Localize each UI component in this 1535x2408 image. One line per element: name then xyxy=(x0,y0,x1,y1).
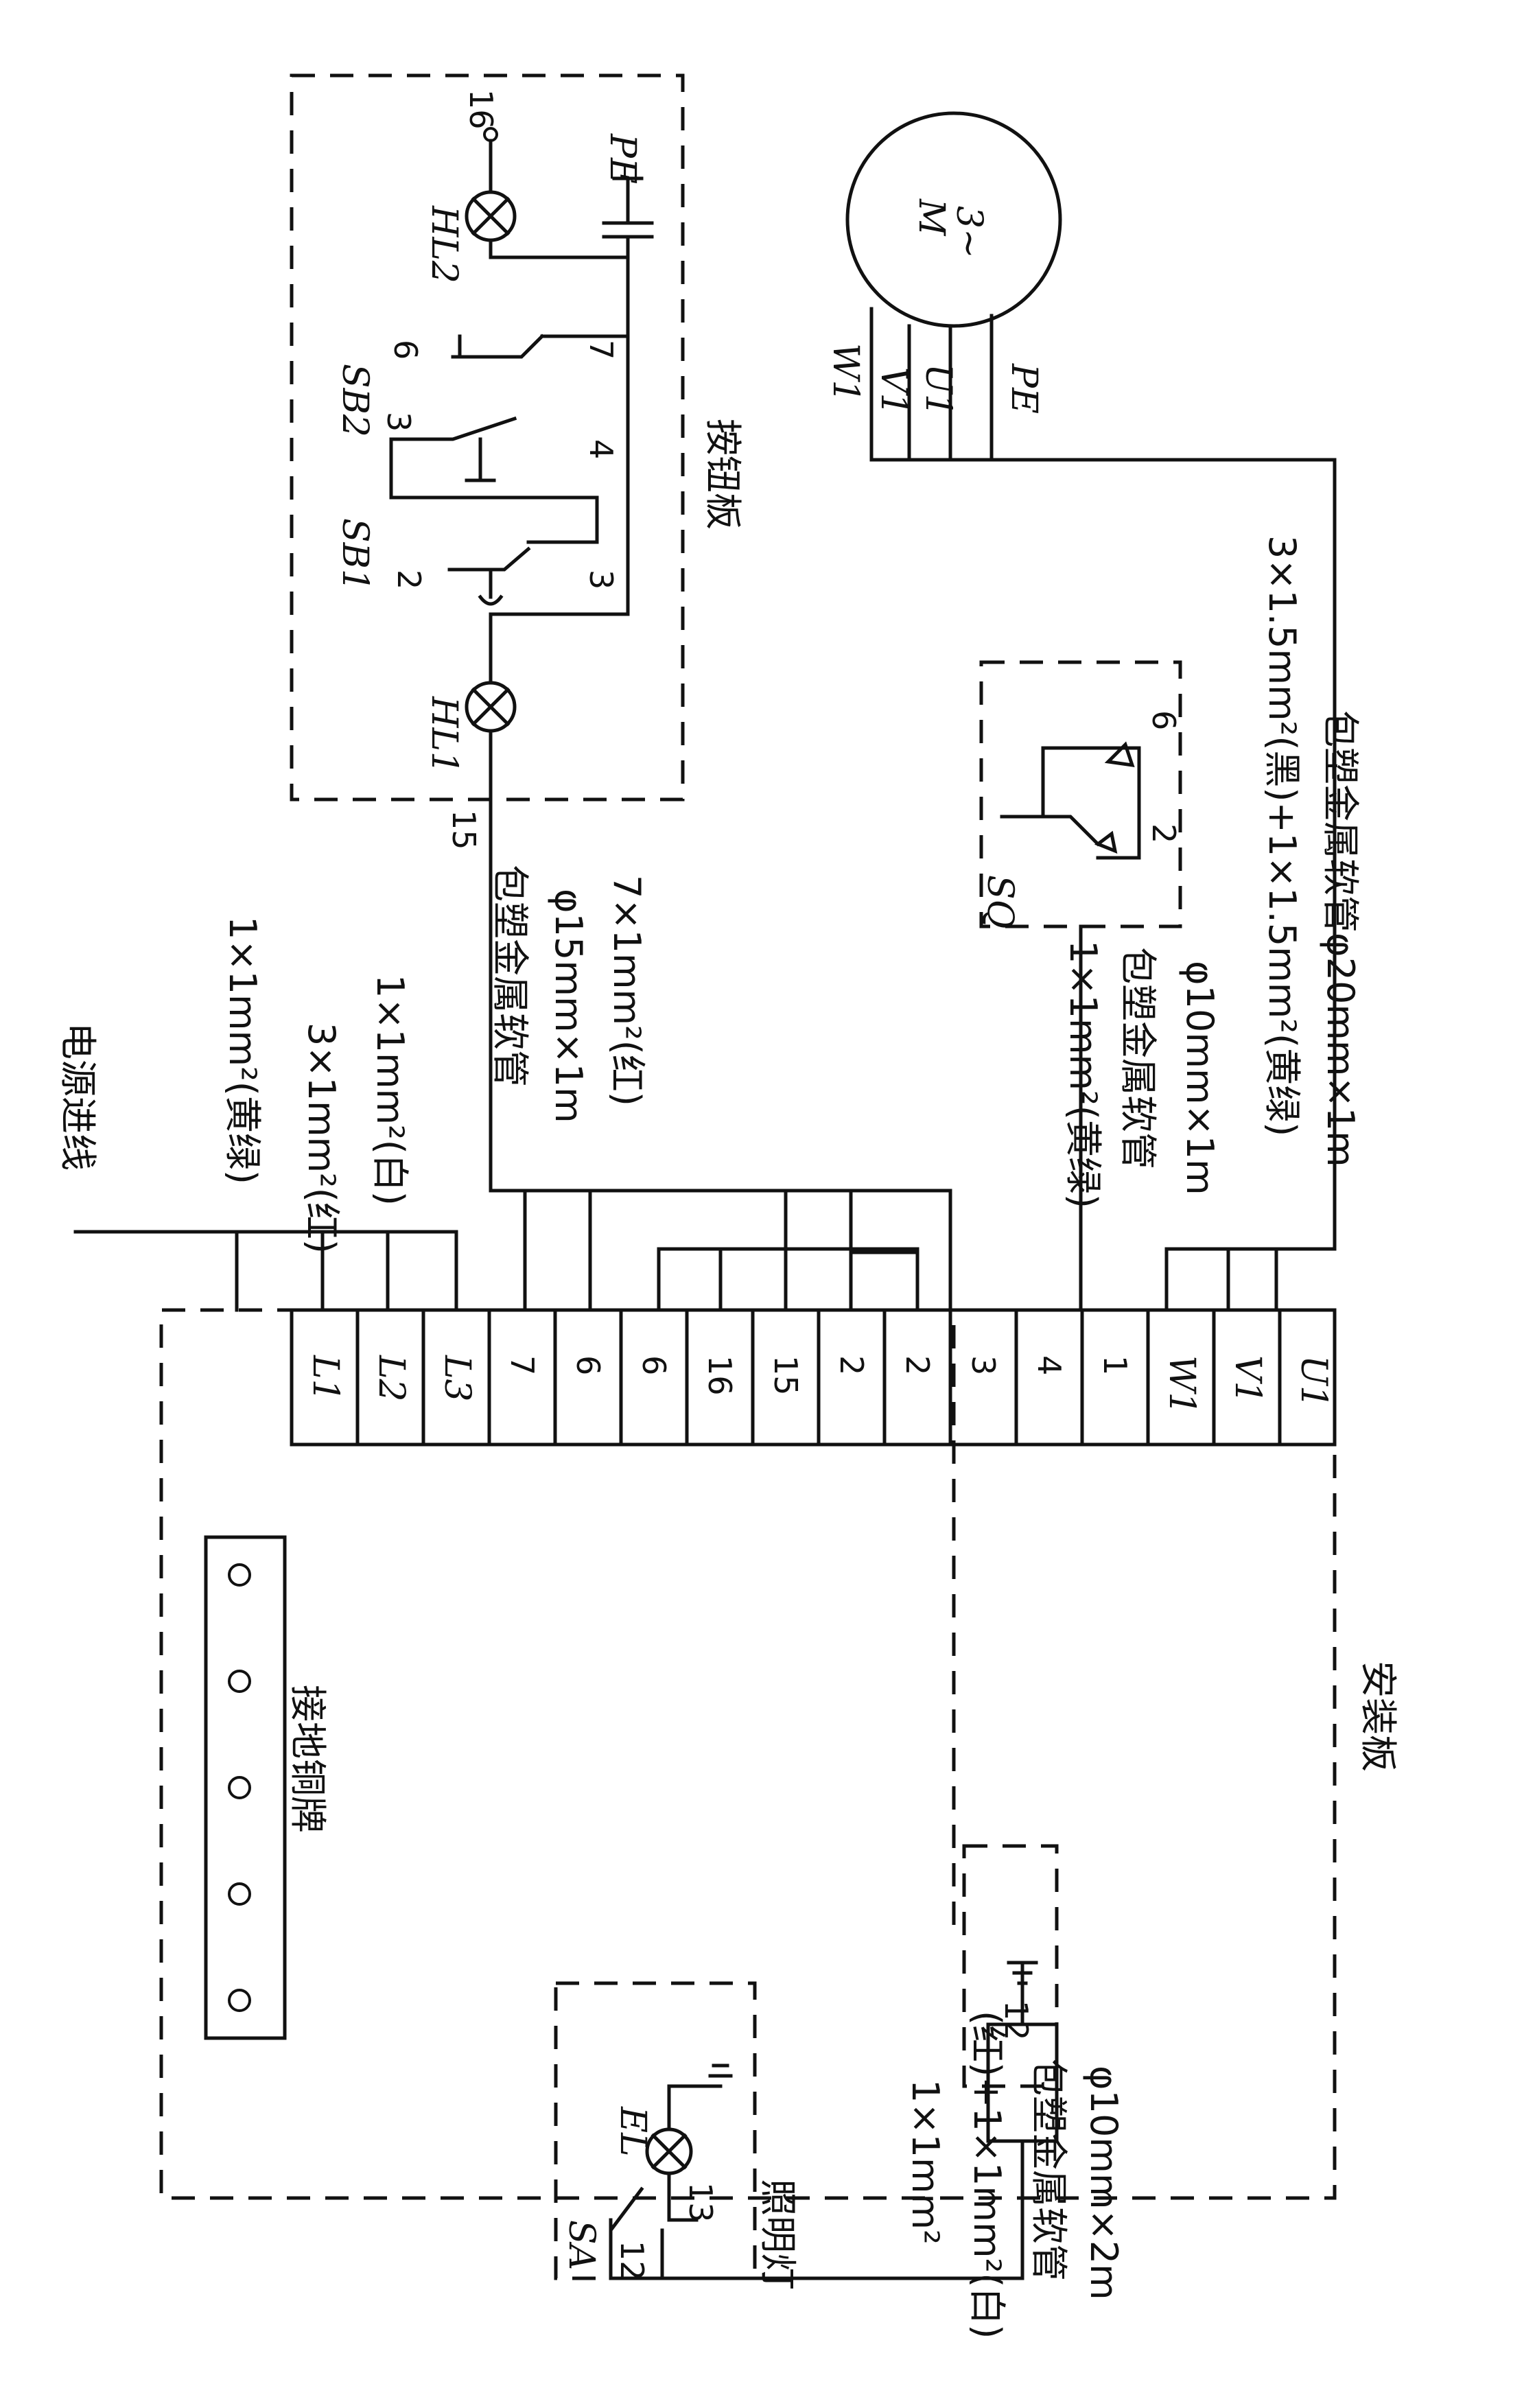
terminal-label: L2 xyxy=(371,1355,412,1402)
lamp-junction xyxy=(660,1844,1059,2280)
label-conduit-btn-a: 包塑金属软管 xyxy=(489,865,532,1087)
terminal-label: W1 xyxy=(1161,1355,1202,1415)
node-n16: 16 xyxy=(462,89,500,130)
node-j12: 12 xyxy=(998,2000,1035,2041)
label-wire-btn: 7×1mm²(红) xyxy=(605,875,648,1106)
terminal-label: 6 xyxy=(570,1355,607,1375)
device-mv1: V1 xyxy=(873,367,914,416)
label-wire-lamp-b: (红)+1×1mm²(白) xyxy=(965,2011,1009,2339)
label-wire-lamp-a: 1×1mm² xyxy=(904,2079,947,2245)
device-mw1: W1 xyxy=(825,343,866,403)
node-n15: 15 xyxy=(445,810,482,850)
device-hl1: HL1 xyxy=(423,696,465,774)
terminal-label: 4 xyxy=(1031,1355,1068,1375)
node-n2a: 2 xyxy=(390,570,427,589)
device-sa: SA xyxy=(561,2220,602,2270)
label-wire-red3: 3×1mm²(红) xyxy=(300,1022,343,1254)
label-lamp-panel: 照明灯 xyxy=(756,2179,799,2290)
label-wire-motor: 3×1.5mm²(黑)+1×1.5mm²(黄绿) xyxy=(1261,535,1304,1136)
device-mpe: PE xyxy=(1003,363,1044,414)
node-sq6: 6 xyxy=(1145,710,1182,730)
terminal-label: 16 xyxy=(701,1355,738,1396)
device-pe: PE xyxy=(602,133,643,184)
node-n4: 4 xyxy=(583,439,620,459)
label-conduit-sq-b: φ10mm×1m xyxy=(1178,961,1221,1195)
terminal-label: U1 xyxy=(1293,1355,1334,1408)
device-hl2: HL2 xyxy=(423,205,465,283)
terminal-label: 7 xyxy=(504,1355,541,1375)
feed-wiring xyxy=(73,458,1337,1312)
installation-panel: L1 L2 L3 7 6 6 16 15 2 2 3 4 1 W1 V1 U1 xyxy=(159,1308,1337,2200)
terminal-label: 2 xyxy=(899,1355,936,1375)
terminal-label: 3 xyxy=(965,1355,1002,1375)
node-n3b: 3 xyxy=(380,412,417,432)
label-power-in: 电源进线 xyxy=(56,1022,99,1171)
label-conduit-sq-a: 包塑金属软管 xyxy=(1116,947,1160,1169)
node-n7: 7 xyxy=(583,340,620,360)
terminal-label: 1 xyxy=(1097,1355,1134,1375)
device-el: EL xyxy=(612,2106,653,2157)
limit-switch-sq xyxy=(979,660,1182,1312)
label-ground-bar: 接地铜牌 xyxy=(286,1685,329,1833)
label-wire-pe: 1×1mm²(黄绿) xyxy=(221,916,264,1184)
label-mount-panel: 安装板 xyxy=(1357,1661,1400,1772)
label-button-panel: 按钮板 xyxy=(701,419,745,530)
node-sq2: 2 xyxy=(1145,823,1182,843)
terminal-label: 2 xyxy=(833,1355,870,1375)
label-conduit-lamp-a: 包塑金属软管 xyxy=(1027,2059,1070,2281)
label-wire-white: 1×1mm²(白) xyxy=(368,974,412,1206)
device-sb1: SB1 xyxy=(334,518,375,592)
device-mu1: U1 xyxy=(917,364,959,417)
ground-copper-bar xyxy=(204,1535,287,2040)
push-button-sb1 xyxy=(389,437,599,606)
node-n6: 6 xyxy=(387,340,424,360)
label-conduit-btn-b: φ15mm×1m xyxy=(547,889,590,1123)
terminal-label: 6 xyxy=(635,1355,672,1375)
node-l13: 13 xyxy=(682,2182,719,2223)
lighting-lamp-panel xyxy=(554,1981,757,2280)
button-panel xyxy=(290,73,685,802)
motor-m xyxy=(845,111,1337,462)
push-button-sb2 xyxy=(389,334,630,616)
terminal-label: L1 xyxy=(305,1355,346,1402)
node-n3a: 3 xyxy=(583,570,620,589)
device-sb2: SB2 xyxy=(334,364,375,437)
device-sq: SQ xyxy=(979,875,1020,928)
label-conduit-motor: 包塑金属软管φ20mm×1m xyxy=(1319,710,1362,1167)
label-wire-sq-pe: 1×1mm²(黄绿) xyxy=(1062,940,1105,1208)
label-conduit-lamp-b: φ10mm×2m xyxy=(1082,2066,1125,2300)
terminal-block: L1 L2 L3 7 6 6 16 15 2 2 3 4 1 W1 V1 U1 xyxy=(290,1308,1337,1447)
device-motor: M xyxy=(911,198,952,237)
terminal-label: L3 xyxy=(436,1355,478,1402)
terminal-label: 15 xyxy=(767,1355,804,1396)
device-motor-phase: 3~ xyxy=(948,206,989,259)
node-l12: 12 xyxy=(613,2241,651,2281)
terminal-label: V1 xyxy=(1227,1355,1268,1404)
